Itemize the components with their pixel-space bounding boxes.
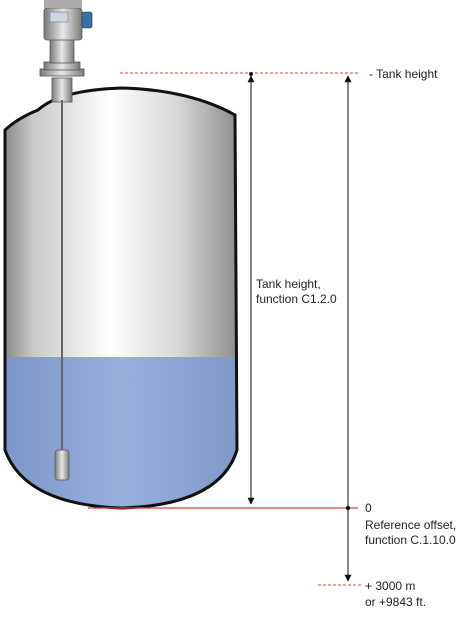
tank-height-top-label: - Tank height <box>369 67 438 81</box>
tank-height-top-dot <box>249 72 253 76</box>
reference-offset-label-line2: function C.1.10.0 <box>365 533 456 547</box>
tank-height-label-line2: function C1.2.0 <box>256 292 337 306</box>
zero-dot <box>345 505 351 511</box>
probe-weight-icon <box>54 449 70 481</box>
reference-offset-label-line1: Reference offset, <box>365 518 457 532</box>
tank-height-label-line1: Tank height, <box>256 277 321 291</box>
liquid-fill <box>5 357 237 508</box>
extent-label-line1: + 3000 m <box>365 579 416 593</box>
tank-body <box>3 86 239 510</box>
level-transmitter-icon <box>39 0 93 103</box>
tank-outline <box>3 86 239 510</box>
extent-label-line2: or +9843 ft. <box>365 595 427 609</box>
zero-label: 0 <box>365 501 372 515</box>
